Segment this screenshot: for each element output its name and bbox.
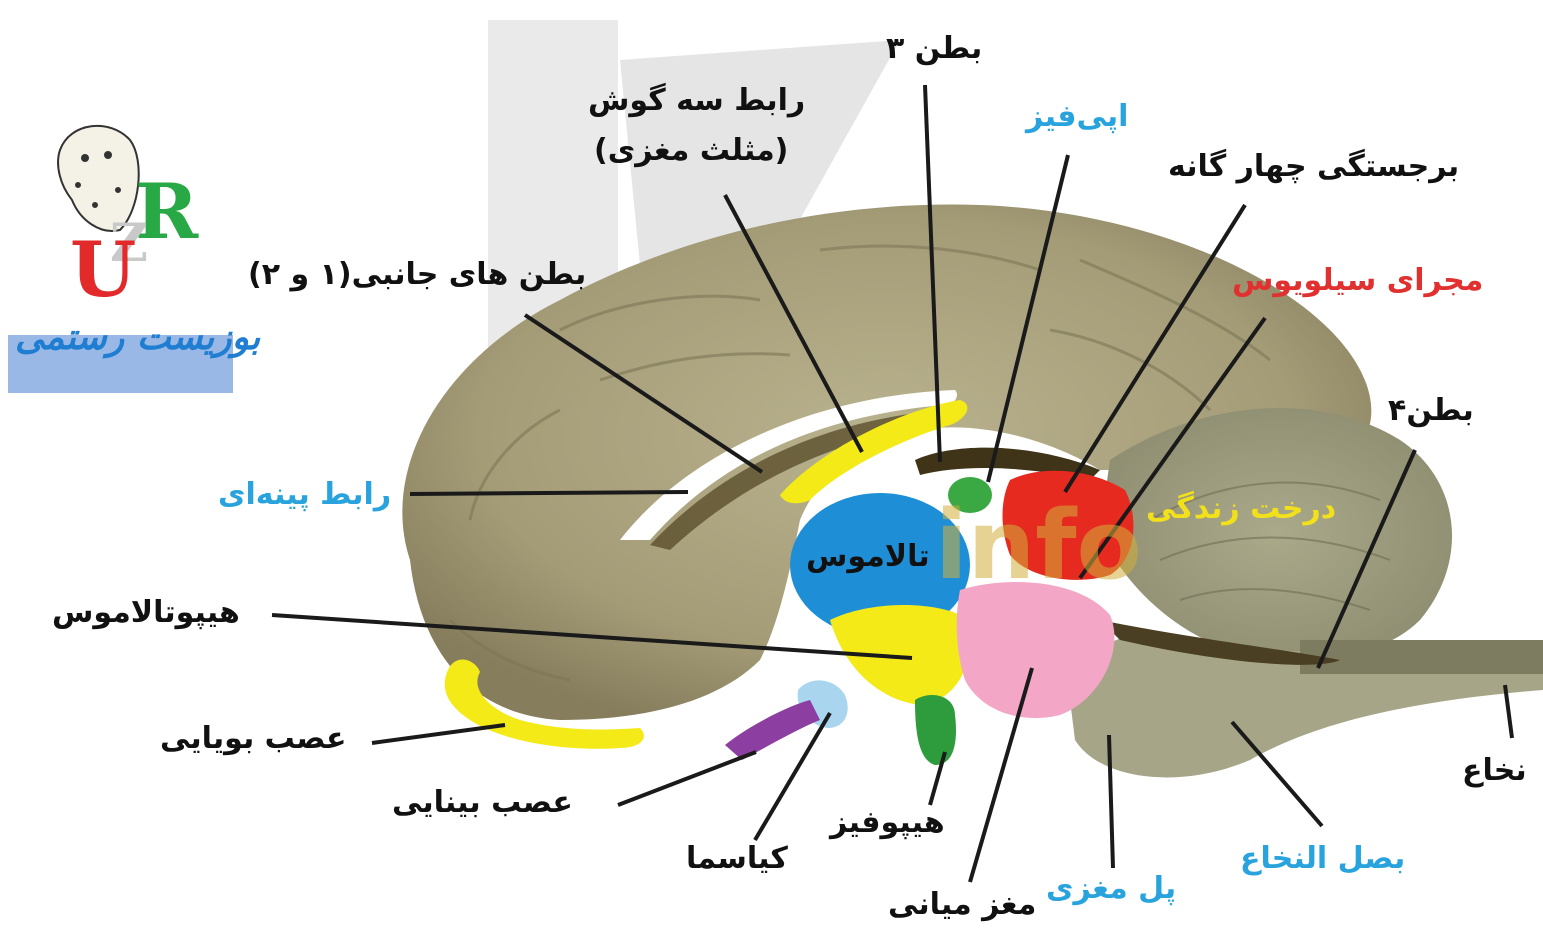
label-sylvius: مجرای سیلویوس [1232,264,1483,297]
label-thalamus: تالاموس [806,540,930,573]
logo-letter-u: U [70,228,136,312]
leader-optic [618,752,756,805]
label-medulla: بصل النخاع [1240,842,1405,875]
label-epiphysis: اپی‌فیز [1026,100,1128,133]
leader-corpus-callosum [410,492,688,494]
pituitary-shape [915,695,956,765]
label-triangular-ligament-sub: (مثلث مغزی) [594,134,788,167]
label-midbrain: مغز میانی [888,888,1036,921]
label-triangular-ligament: رابط سه گوش [588,84,805,117]
label-hypothalamus: هیپوتالاموس [52,596,240,629]
label-pons: پل مغزی [1046,872,1176,905]
cerebellum [1100,408,1452,660]
label-optic-nerve: عصب بینایی [392,786,573,819]
leader-olfactory [372,725,505,743]
label-quadrigeminal: برجستگی چهار گانه [1168,150,1459,183]
label-third-ventricle: بطن ۳ [886,32,982,65]
label-fourth-ventricle: بطن۴ [1388,394,1474,427]
label-lateral-ventricles: بطن های جانبی(۱ و ۲) [248,258,586,291]
spinal-cord [1300,640,1543,674]
label-olfactory-nerve: عصب بویایی [160,722,346,755]
label-spinal-cord: نخاع [1462,754,1527,787]
logo-text: بوزیست رستمی [15,318,260,358]
label-pituitary: هیپوفیز [830,806,945,839]
watermark-text: info [935,491,1142,601]
label-arbor-vitae: درخت زندگی [1146,492,1336,525]
label-chiasma: کیاسما [686,842,788,875]
label-corpus-callosum: رابط پینه‌ای [218,478,391,511]
